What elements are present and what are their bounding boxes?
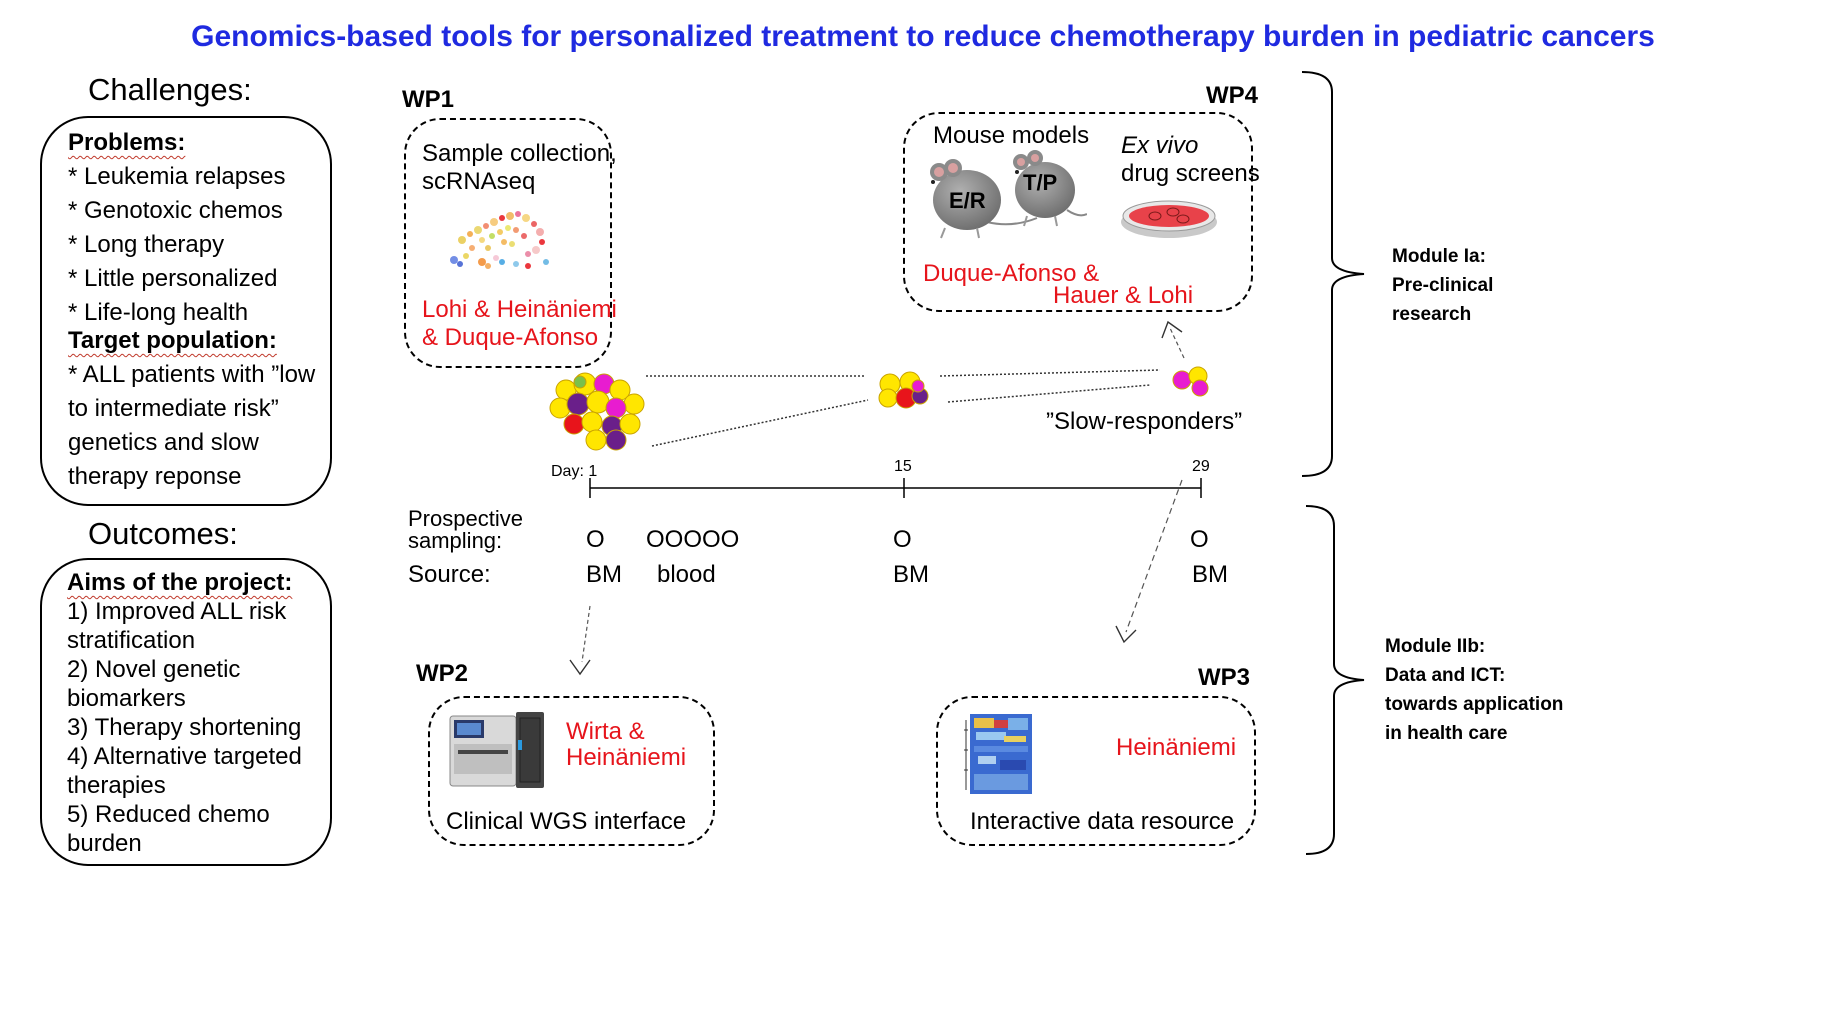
module-line: towards application: [1385, 694, 1564, 715]
source-value: BM: [586, 561, 622, 588]
sequencer-icon: [449, 712, 544, 788]
mouse-icon: [930, 150, 1087, 239]
source-value: blood: [657, 561, 716, 588]
aim-line: stratification: [67, 627, 196, 654]
wp3-people: Heinäniemi: [1116, 734, 1237, 761]
module-ia-label: Module Ia: Pre-clinical research: [1392, 242, 1493, 329]
wp1-label: WP1: [402, 86, 455, 113]
wp1-people: & Duque-Afonso: [422, 324, 599, 351]
wp2-caption: Clinical WGS interface: [446, 808, 687, 835]
module-iib-label: Module IIb: Data and ICT: towards applic…: [1385, 632, 1563, 748]
problem-item: * Life-long health: [68, 299, 249, 326]
drug-screens-label: drug screens: [1121, 160, 1260, 187]
problems-heading: Problems:: [68, 129, 186, 156]
slow-responders-label: ”Slow-responders”: [1046, 408, 1243, 435]
wp1-text: Sample collection,: [422, 140, 617, 167]
aim-line: therapies: [67, 772, 166, 799]
exvivo-label: Ex vivo: [1121, 132, 1199, 159]
mouse-tp-label: T/P: [1023, 170, 1058, 195]
outcomes-heading: Outcomes:: [88, 516, 238, 551]
target-line: therapy reponse: [68, 463, 242, 490]
wp1-people: Lohi & Heinäniemi: [422, 296, 617, 323]
sampling-mark: O: [586, 526, 605, 553]
problem-item: * Little personalized: [68, 265, 278, 292]
target-line: genetics and slow: [68, 429, 259, 456]
wp4-people: Hauer & Lohi: [1053, 282, 1194, 309]
aim-line: 4) Alternative targeted: [67, 743, 302, 770]
wp2-people: Heinäniemi: [566, 744, 687, 771]
module-line: Pre-clinical: [1392, 275, 1494, 296]
sampling-mark: OOOOO: [646, 526, 740, 553]
aim-line: 5) Reduced chemo: [67, 801, 270, 828]
page-title: Genomics-based tools for personalized tr…: [191, 20, 1655, 53]
module-line: in health care: [1385, 723, 1508, 744]
sampling-mark: O: [1190, 526, 1209, 553]
module-line: Module IIb:: [1385, 636, 1486, 657]
target-heading: Target population:: [68, 327, 277, 354]
aim-line: 2) Novel genetic: [67, 656, 241, 683]
problem-item: * Leukemia relapses: [68, 163, 286, 190]
aim-line: burden: [67, 830, 142, 857]
aim-line: biomarkers: [67, 685, 186, 712]
wp3-caption: Interactive data resource: [970, 808, 1235, 835]
timeline-tick-label: 29: [1192, 458, 1210, 475]
timeline-day-label: Day: 1: [551, 463, 598, 480]
wp3-label: WP3: [1198, 664, 1251, 691]
problem-item: * Long therapy: [68, 231, 225, 258]
aims-heading: Aims of the project:: [67, 569, 293, 596]
timeline-tick-label: 15: [894, 458, 912, 475]
module-line: Module Ia:: [1392, 246, 1486, 267]
mouse-models-label: Mouse models: [933, 122, 1090, 149]
wp2-box: Wirta & Heinäniemi Clinical WGS interfac…: [428, 696, 715, 846]
sampling-label-line: sampling:: [408, 528, 503, 553]
module-line: research: [1392, 304, 1472, 325]
module-line: Data and ICT:: [1385, 665, 1506, 686]
wp4-people: Duque-Afonso &: [923, 260, 1100, 287]
target-line: to intermediate risk”: [68, 395, 279, 422]
wp4-label: WP4: [1206, 82, 1259, 109]
wp1-text: scRNAseq: [422, 168, 536, 195]
petri-dish-icon: [1121, 200, 1217, 238]
challenges-heading: Challenges:: [88, 72, 252, 107]
source-value: BM: [1192, 561, 1228, 588]
source-value: BM: [893, 561, 929, 588]
aim-line: 3) Therapy shortening: [67, 714, 302, 741]
heatmap-icon: [964, 714, 1032, 794]
wp2-people: Wirta &: [566, 718, 645, 745]
prospective-sampling-label: Prospective sampling:: [408, 508, 523, 552]
wp3-box: Heinäniemi Interactive data resource: [936, 696, 1256, 846]
wp2-label: WP2: [416, 660, 469, 687]
scrnaseq-plot-icon: [450, 211, 549, 269]
problem-item: * Genotoxic chemos: [68, 197, 283, 224]
mouse-er-label: E/R: [949, 188, 986, 213]
challenges-box: Problems: * Leukemia relapses * Genotoxi…: [40, 116, 332, 506]
target-line: * ALL patients with ”low: [68, 361, 316, 388]
wp1-box: Sample collection, scRNAseq Lohi & Heinä…: [404, 118, 617, 368]
source-label: Source:: [408, 561, 491, 588]
sampling-mark: O: [893, 526, 912, 553]
wp4-box: Mouse models E/R T/P Ex vivo drug screen…: [903, 112, 1260, 312]
outcomes-box: Aims of the project: 1) Improved ALL ris…: [40, 558, 332, 866]
aim-line: 1) Improved ALL risk: [67, 598, 287, 625]
sampling-label-line: Prospective: [408, 506, 523, 531]
